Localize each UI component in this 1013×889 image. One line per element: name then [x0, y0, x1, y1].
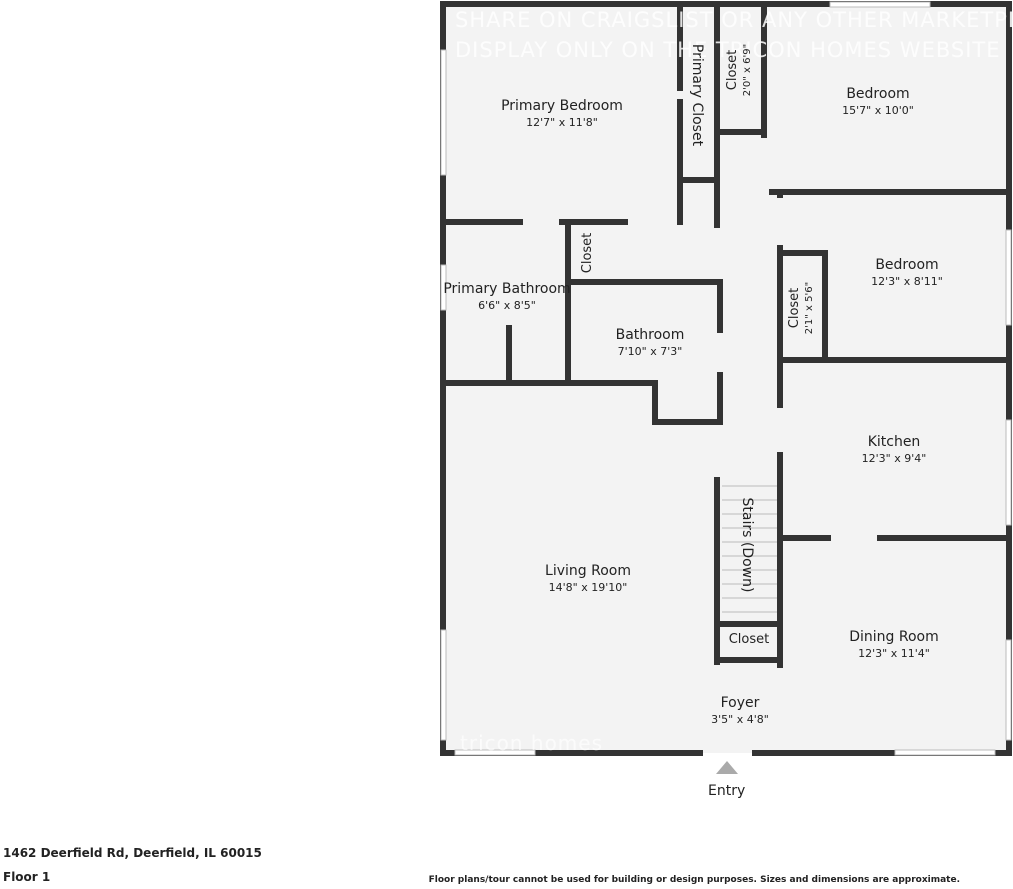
bedroom-mid-name: Bedroom — [875, 257, 938, 273]
living-room-name: Living Room — [545, 563, 631, 579]
entry-label: Entry — [708, 783, 746, 799]
primary-bedroom-dims: 12'7" x 11'8" — [526, 116, 598, 129]
primary-closet-name: Primary Closet — [689, 44, 705, 147]
primary-bedroom-name: Primary Bedroom — [501, 98, 623, 114]
watermark-line-1: SHARE ON CRAIGSLIST OR ANY OTHER MARKETP… — [455, 8, 1013, 32]
foyer-name: Foyer — [721, 695, 760, 711]
living-room-dims: 14'8" x 19'10" — [549, 581, 628, 594]
closet-top-dims: 2'0" x 6'9" — [742, 44, 753, 96]
closet-bedroom-name: Closet — [787, 288, 802, 329]
watermark-line-2: DISPLAY ONLY ON THE TRICON HOMES WEBSITE — [455, 38, 1001, 62]
dining-room-name: Dining Room — [849, 629, 939, 645]
bathroom-name: Bathroom — [616, 327, 685, 343]
foyer-dims: 3'5" x 4'8" — [711, 713, 769, 726]
stair-treads — [722, 485, 777, 613]
entry-arrow-icon — [716, 761, 738, 774]
closet-top-name: Closet — [725, 50, 740, 91]
dining-room-dims: 12'3" x 11'4" — [858, 647, 930, 660]
primary-bathroom-dims: 6'6" x 8'5" — [478, 299, 536, 312]
bathroom-dims: 7'10" x 7'3" — [618, 345, 683, 358]
bedroom-top-name: Bedroom — [846, 86, 909, 102]
floor-label: Floor 1 — [3, 870, 51, 884]
bedroom-mid-dims: 12'3" x 8'11" — [871, 275, 943, 288]
disclaimer-text: Floor plans/tour cannot be used for buil… — [428, 875, 960, 885]
watermark-logo: tricon homes — [460, 731, 603, 755]
floor-area — [443, 4, 1009, 753]
address-text: 1462 Deerfield Rd, Deerfield, IL 60015 — [3, 846, 262, 860]
kitchen-name: Kitchen — [868, 434, 921, 450]
closet-stairs-name: Closet — [729, 632, 770, 647]
stairs-name: Stairs (Down) — [739, 498, 755, 593]
windows — [440, 1, 1012, 756]
closet-mid-name: Closet — [580, 233, 595, 274]
closet-bedroom-dims: 2'1" x 5'6" — [804, 282, 815, 334]
kitchen-dims: 12'3" x 9'4" — [862, 452, 927, 465]
walls — [440, 1, 1012, 756]
primary-bathroom-name: Primary Bathroom — [443, 281, 570, 297]
bedroom-top-dims: 15'7" x 10'0" — [842, 104, 914, 117]
